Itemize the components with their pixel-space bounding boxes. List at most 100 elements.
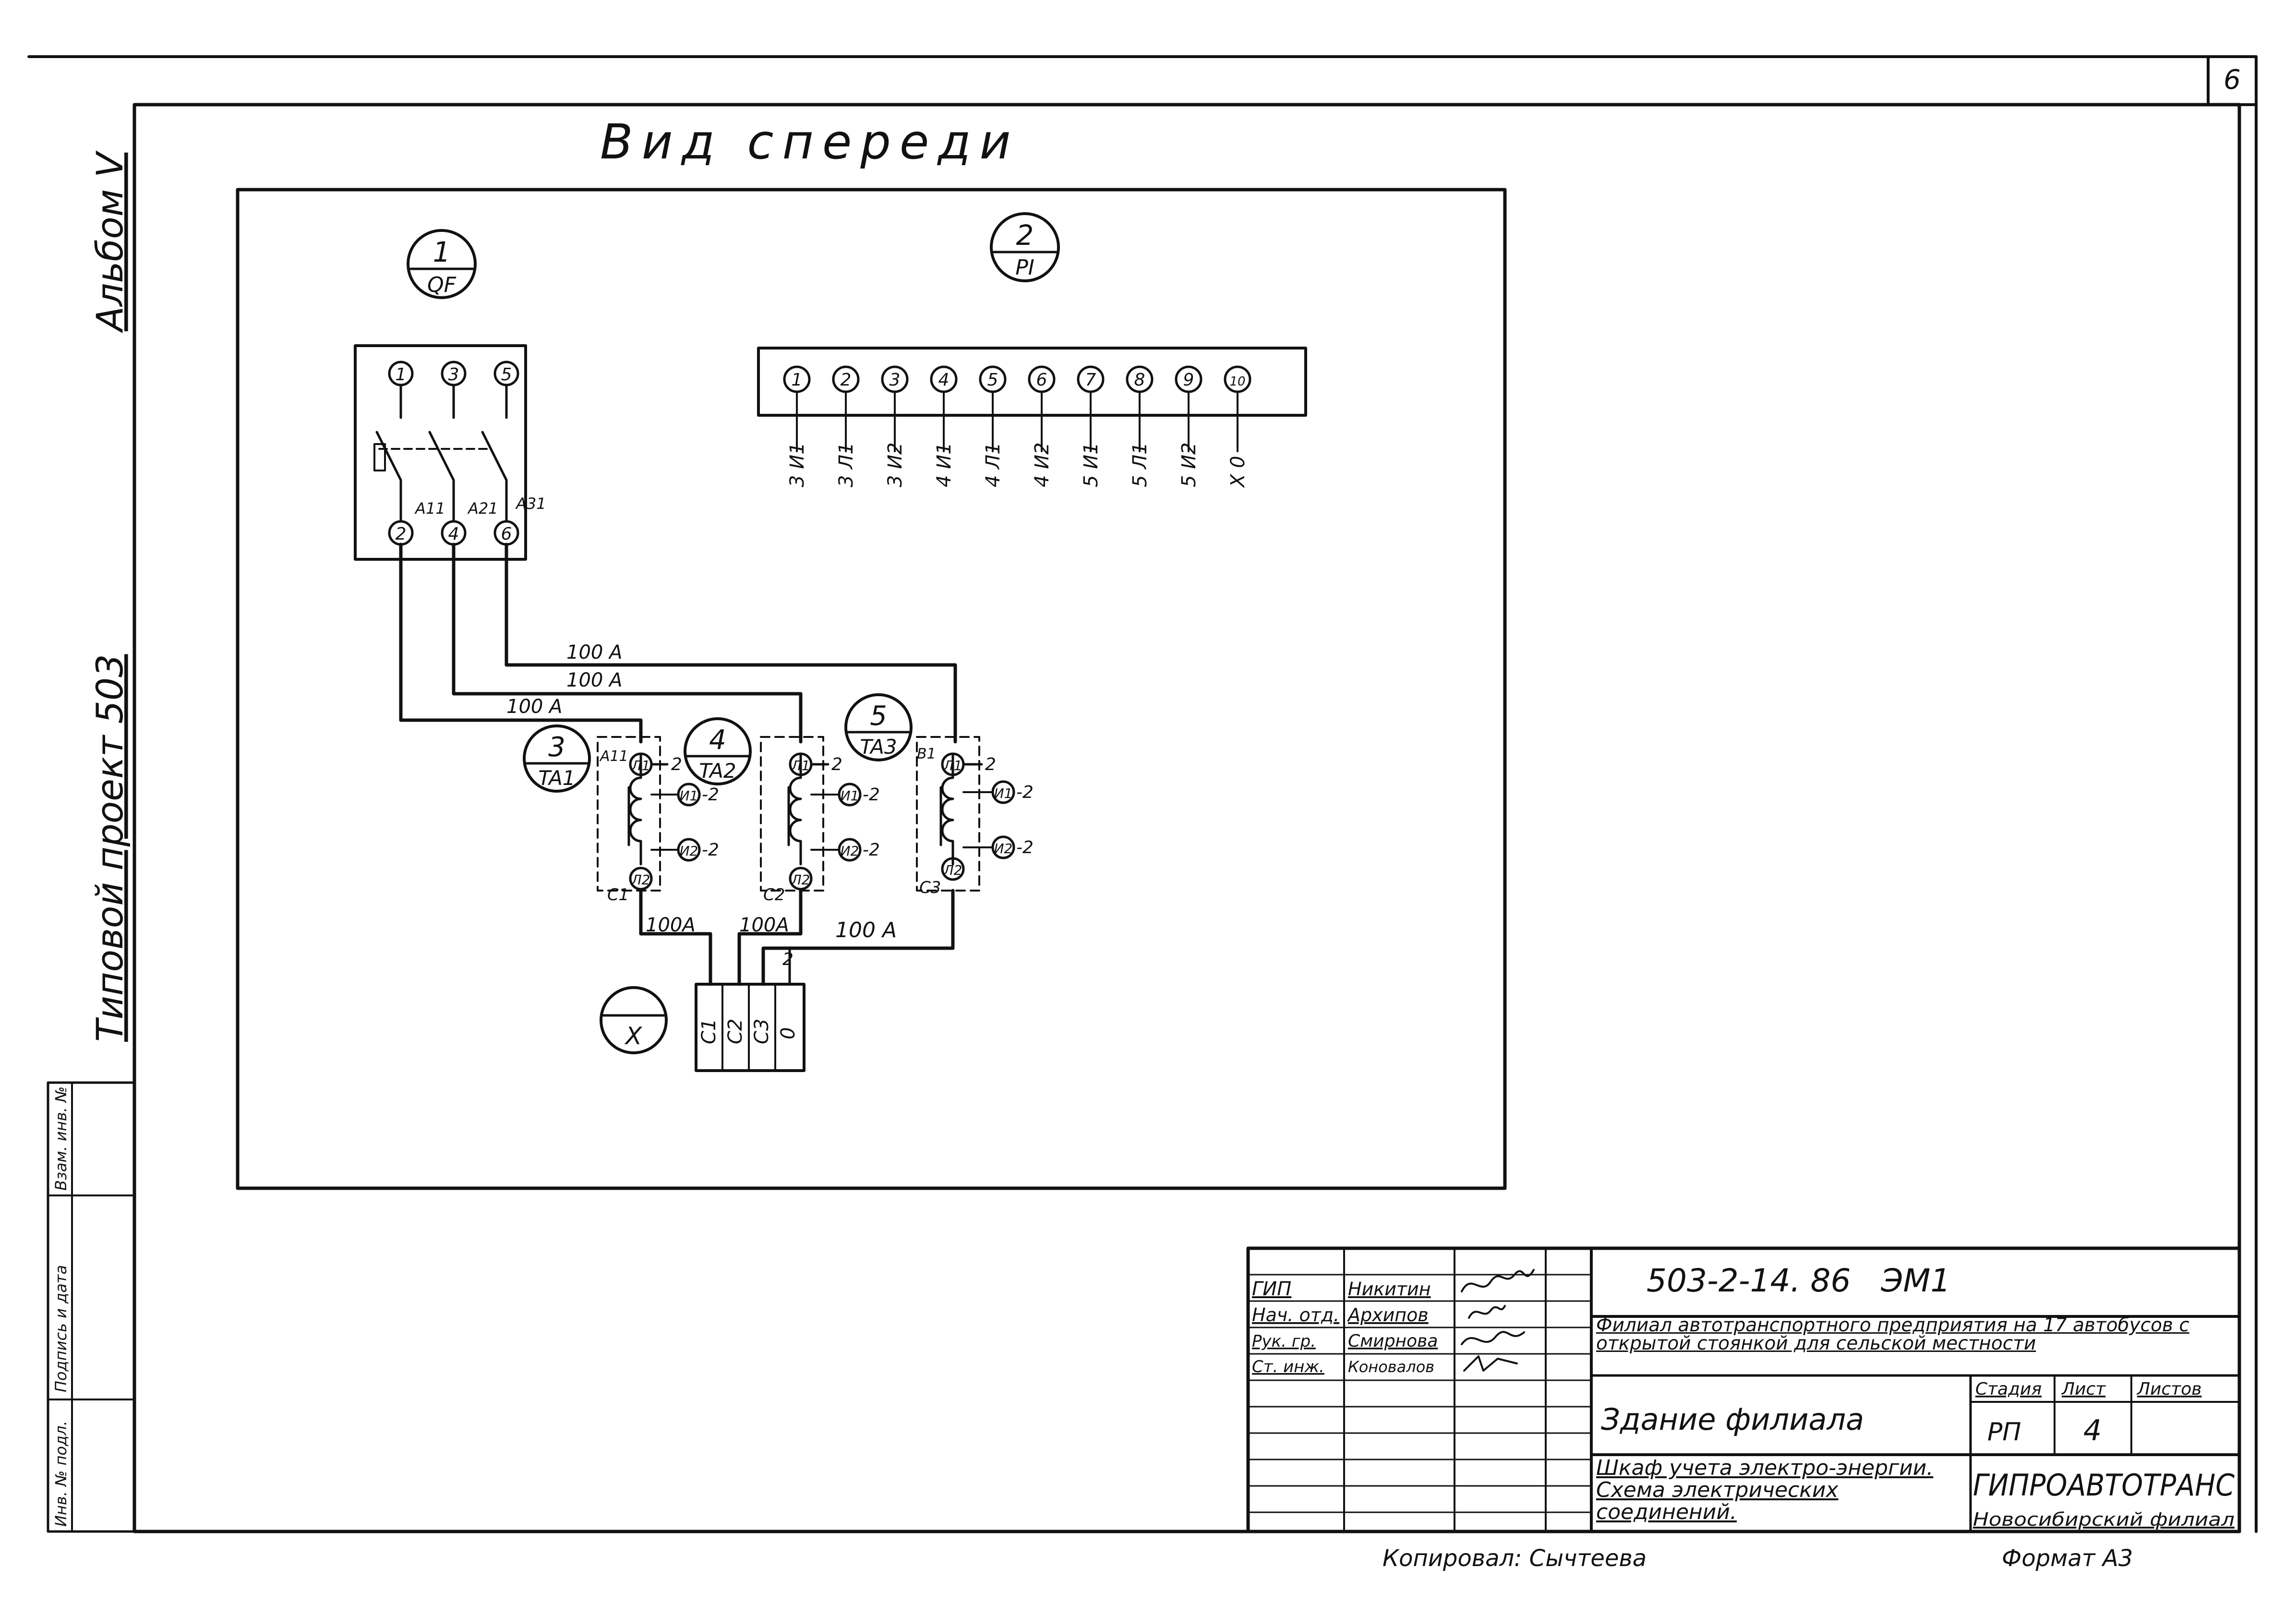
current-transformer-ta3: 5 TA3 Л1 Л2 B1 C3 2 И1 -2 И2 -2	[844, 693, 1034, 897]
breaker-bottom-terminal: 2 A11	[388, 499, 445, 546]
meter-terminal-number: 1	[792, 370, 803, 390]
wiring	[399, 543, 957, 986]
role-engineer: Ст. инж.	[1252, 1357, 1324, 1376]
svg-text:-2: -2	[702, 840, 719, 860]
meter-terminal-wire-label: 3 И2	[884, 442, 906, 487]
name-group: Смирнова	[1348, 1331, 1438, 1351]
ta3-code: TA3	[860, 735, 897, 759]
svg-text:-2: -2	[702, 785, 719, 805]
signature-marks	[1461, 1269, 1535, 1372]
name-head: Архипов	[1346, 1304, 1429, 1326]
side-stamp-signature: Подпись и дата	[52, 1265, 70, 1392]
svg-text:-2: -2	[1016, 783, 1034, 802]
document-code: 503-2-14. 86 ЭМ1	[1647, 1262, 1950, 1299]
svg-text:2: 2	[831, 755, 842, 774]
meter-terminal-wire-label: 3 И1	[786, 442, 808, 487]
meter-terminal-wire-label: 3 Л1	[835, 442, 857, 487]
svg-text:5: 5	[501, 365, 512, 385]
wire-current-label: 100 А	[835, 918, 897, 942]
svg-text:-2: -2	[863, 840, 880, 860]
device-marker-x: X	[600, 986, 668, 1054]
meter-terminal: 64 И2	[1028, 365, 1056, 487]
svg-text:И2: И2	[841, 843, 859, 859]
svg-text:И2: И2	[994, 841, 1013, 856]
meter-terminal-number: 3	[890, 370, 901, 390]
title-block: ГИП Нач. отд. Рук. гр. Ст. инж. Никитин …	[1246, 1246, 2241, 1533]
role-head: Нач. отд.	[1252, 1304, 1339, 1326]
svg-text:Л1: Л1	[631, 758, 650, 773]
svg-text:2: 2	[396, 524, 407, 544]
wire-current-label: 100 А	[566, 641, 622, 663]
copied-by: Копировал: Сычтеева	[1382, 1545, 1647, 1572]
device-marker-pi: 2 PI	[990, 212, 1060, 282]
side-stamp: Инв. № подл. Подпись и дата Взам. инв. №	[47, 1081, 136, 1533]
breaker-top-terminal: 5	[493, 361, 519, 386]
meter-terminal-wire-label: 5 Л1	[1129, 442, 1151, 487]
svg-text:B1: B1	[917, 746, 936, 762]
meter-terminal: 7 5 И1	[1077, 365, 1105, 487]
ta1-number: 3	[548, 732, 565, 763]
wire-current-label: 100 А	[506, 696, 562, 718]
stage-label: Стадия	[1975, 1379, 2042, 1399]
x-terminal: C1	[698, 1019, 720, 1044]
sheet-number: 6	[2224, 64, 2241, 96]
paper-format: Формат А3	[2002, 1545, 2133, 1572]
breaker-top-terminal: 3	[441, 361, 467, 386]
meter-terminal-number: 9	[1183, 370, 1194, 390]
svg-text:1: 1	[396, 365, 407, 385]
side-stamp-replace: Взам. инв. №	[52, 1086, 70, 1191]
svg-text:C2: C2	[763, 885, 785, 904]
building-name: Здание филиала	[1601, 1402, 1864, 1437]
svg-text:A31: A31	[515, 494, 546, 513]
meter-terminal: 85 Л1	[1126, 365, 1154, 487]
object-name: Филиал автотранспортного предприятия на …	[1596, 1316, 2189, 1354]
svg-text:A11: A11	[414, 499, 445, 518]
ta1-code: TA1	[538, 766, 575, 790]
x-code: X	[624, 1022, 643, 1050]
sheets-label: Листов	[2136, 1379, 2201, 1399]
meter-terminal: 10X 0	[1224, 365, 1251, 488]
cabinet-outline	[236, 188, 1507, 1190]
svg-text:C1: C1	[607, 885, 629, 904]
name-engineer: Коновалов	[1348, 1358, 1434, 1376]
svg-text:3: 3	[448, 365, 459, 385]
svg-text:Л2: Л2	[791, 872, 810, 888]
meter-terminal: 1 3 И1	[783, 365, 811, 487]
sheet-value: 4	[2083, 1414, 2102, 1447]
svg-text:A21: A21	[467, 499, 498, 518]
sheet-name: Шкаф учета электро-энергии. Схема электр…	[1596, 1457, 1934, 1524]
breaker-bottom-terminal: 4 A21	[441, 499, 498, 546]
side-stamp-inv: Инв. № подл.	[52, 1421, 70, 1527]
branch: Новосибирский филиал	[1973, 1509, 2235, 1530]
meter-terminal-number: 10	[1229, 374, 1245, 389]
device-marker-qf: 1 QF	[407, 229, 477, 299]
meter-terminal-number: 7	[1085, 370, 1096, 390]
stage-value: РП	[1987, 1418, 2021, 1447]
svg-text:2: 2	[985, 755, 996, 774]
view-title: Вид спереди	[600, 114, 1020, 170]
ta2-code: TA2	[699, 759, 736, 783]
svg-text:A11: A11	[599, 748, 628, 765]
svg-text:2: 2	[782, 950, 793, 969]
wire-current-label: 100А	[739, 914, 789, 936]
svg-text:C3: C3	[919, 878, 941, 897]
breaker-bottom-terminal: 6 A31	[493, 494, 546, 546]
meter-terminal-wire-label: 4 И2	[1031, 442, 1053, 487]
organization: ГИПРОАВТОТРАНС	[1973, 1468, 2235, 1503]
terminal-block-x: C1 C2 C3 0 2	[695, 950, 805, 1072]
current-transformer-ta1: 3 TA1 Л1 Л2 A11 C1 2 И1 -2 И2 -2	[523, 724, 719, 904]
role-gip: ГИП	[1252, 1278, 1291, 1300]
meter-terminal: 9 5 И2	[1175, 365, 1202, 487]
meter-terminal-wire-label: 5 И1	[1080, 442, 1102, 487]
wire-current-label: 100А	[646, 914, 696, 936]
svg-text:И2: И2	[680, 843, 698, 859]
album-label: Альбом V	[88, 150, 131, 334]
meter-terminal-wire-label: 4 И1	[933, 442, 955, 487]
meter-terminal: 23 Л1	[832, 365, 860, 487]
pi-code: PI	[1015, 255, 1034, 280]
meter-terminal-wire-label: 5 И2	[1178, 442, 1200, 487]
svg-text:2: 2	[671, 755, 682, 774]
project-label: Типовой проект 503	[88, 654, 131, 1042]
